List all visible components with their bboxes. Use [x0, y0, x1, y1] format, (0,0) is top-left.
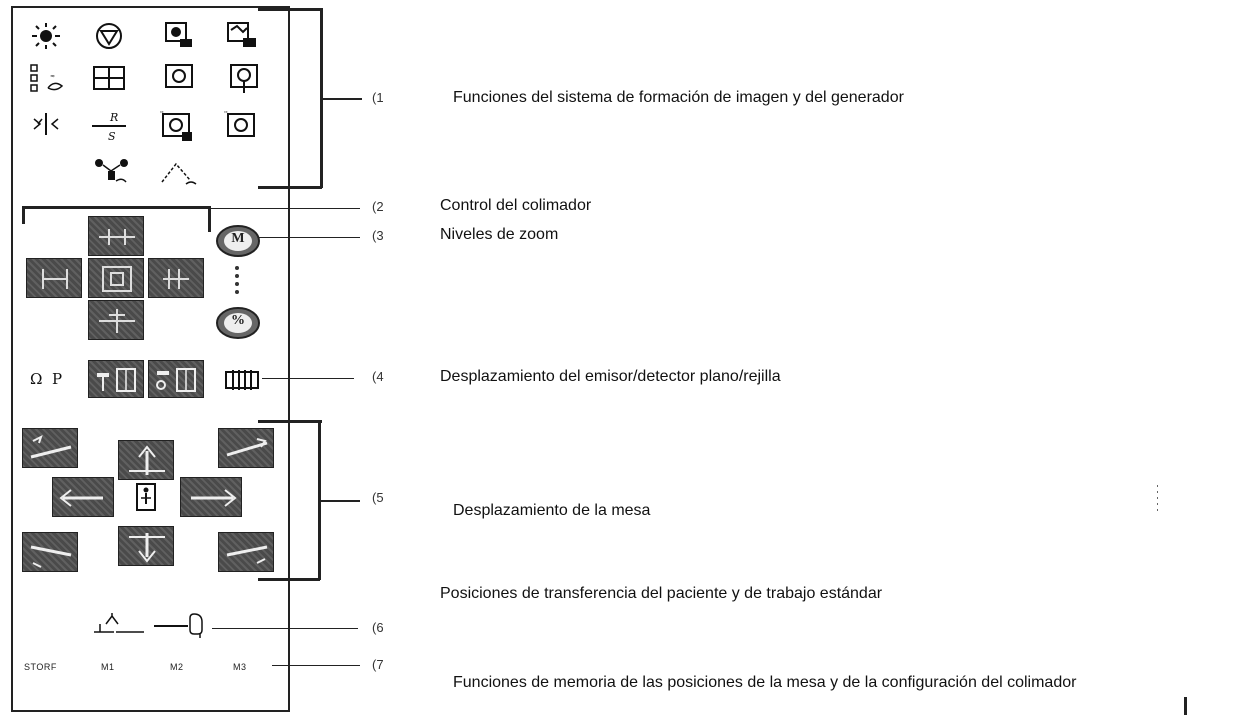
bulb-chain-icon[interactable]: ≈ [28, 62, 70, 98]
grid-icon[interactable] [222, 368, 262, 392]
control-panel [11, 6, 290, 712]
monitor-corner-icon[interactable]: '' [158, 108, 196, 144]
bracket-5-vertical [318, 420, 321, 580]
collimator-right-button[interactable] [148, 258, 204, 298]
table-tilt-down-left-button[interactable] [22, 532, 78, 572]
collimator-bracket-top [22, 206, 210, 209]
leader-5 [320, 500, 360, 502]
monitor-ref-icon[interactable]: '' [222, 108, 260, 140]
bracket-1-vertical [320, 8, 323, 188]
memory-store-button[interactable]: STORF [24, 662, 57, 672]
brightness-icon[interactable] [30, 22, 62, 50]
collimator-bracket-left [22, 206, 25, 224]
leader-4 [262, 378, 354, 379]
callout-number-7: (7 [372, 657, 384, 672]
zoom-level-dots [235, 266, 239, 294]
image-copy-icon[interactable] [225, 20, 259, 52]
split-arrows-icon[interactable] [30, 111, 62, 137]
scan-mark-right [1184, 697, 1187, 715]
table-down-button[interactable] [118, 526, 174, 566]
zoom-in-label: M [231, 231, 245, 246]
patient-lamp-icon[interactable] [92, 155, 132, 189]
collimator-down-button[interactable] [88, 300, 144, 340]
svg-text:Ω: Ω [30, 370, 42, 388]
collimator-up-button[interactable] [88, 216, 144, 256]
svg-text:'': '' [224, 110, 228, 118]
callout-number-5: (5 [372, 490, 384, 505]
leader-6 [212, 628, 358, 629]
emitter-move-button[interactable] [88, 360, 144, 398]
leader-7 [272, 665, 360, 666]
bracket-5-top [258, 420, 322, 423]
svg-text:'': '' [160, 110, 164, 118]
leader-1 [322, 98, 362, 100]
callout-text-2: Control del colimador [440, 197, 592, 214]
angle-icon[interactable] [158, 158, 200, 190]
bracket-1-bottom [258, 186, 322, 189]
fraction-icon[interactable]: RS [90, 108, 128, 144]
callout-text-4: Desplazamiento del emisor/detector plano… [440, 368, 781, 385]
callout-text-7: Funciones de memoria de las posiciones d… [453, 674, 1077, 691]
standard-work-position-icon[interactable] [150, 610, 212, 638]
collimator-center-button[interactable] [88, 258, 144, 298]
patient-transfer-icon[interactable] [90, 610, 150, 638]
svg-text:S: S [108, 130, 116, 143]
table-up-button[interactable] [118, 440, 174, 480]
monitor-down-icon[interactable] [228, 62, 260, 96]
bracket-1-top [258, 8, 322, 11]
collimator-bracket-right [208, 206, 211, 232]
monitor-icon[interactable] [163, 62, 195, 92]
bracket-5-bottom [258, 578, 320, 581]
zoom-out-button[interactable] [215, 306, 261, 340]
scan-dots-right [1157, 485, 1158, 515]
detector-move-button[interactable] [148, 360, 204, 398]
callout-text-1: Funciones del sistema de formación de im… [453, 89, 904, 106]
memory-m3-button[interactable]: M3 [233, 662, 247, 672]
zoom-out-label: % [231, 313, 245, 328]
svg-text:≈: ≈ [50, 73, 55, 80]
callout-text-5: Desplazamiento de la mesa [453, 502, 651, 519]
callout-number-2: (2 [372, 199, 384, 214]
collimator-left-button[interactable] [26, 258, 82, 298]
zoom-in-button[interactable] [215, 224, 261, 258]
table-float-icon[interactable] [134, 482, 158, 512]
svg-text:R: R [109, 111, 118, 124]
table-right-button[interactable] [180, 477, 242, 517]
image-store-icon[interactable] [163, 20, 195, 52]
table-tilt-up-left-button[interactable] [22, 428, 78, 468]
callout-number-1: (1 [372, 90, 384, 105]
leader-2 [210, 208, 360, 209]
svg-text:P: P [52, 370, 62, 388]
table-tilt-down-right-button[interactable] [218, 532, 274, 572]
callout-text-6: Posiciones de transferencia del paciente… [440, 585, 883, 602]
callout-text-3: Niveles de zoom [440, 226, 559, 243]
grid-quad-icon[interactable] [92, 64, 126, 92]
memory-m2-button[interactable]: M2 [170, 662, 184, 672]
table-tilt-up-right-button[interactable] [218, 428, 274, 468]
callout-number-4: (4 [372, 369, 384, 384]
table-left-button[interactable] [52, 477, 114, 517]
leader-3 [258, 237, 360, 238]
shutter-triangle-icon[interactable] [93, 22, 125, 50]
callout-number-3: (3 [372, 228, 384, 243]
callout-number-6: (6 [372, 620, 384, 635]
memory-m1-button[interactable]: M1 [101, 662, 115, 672]
